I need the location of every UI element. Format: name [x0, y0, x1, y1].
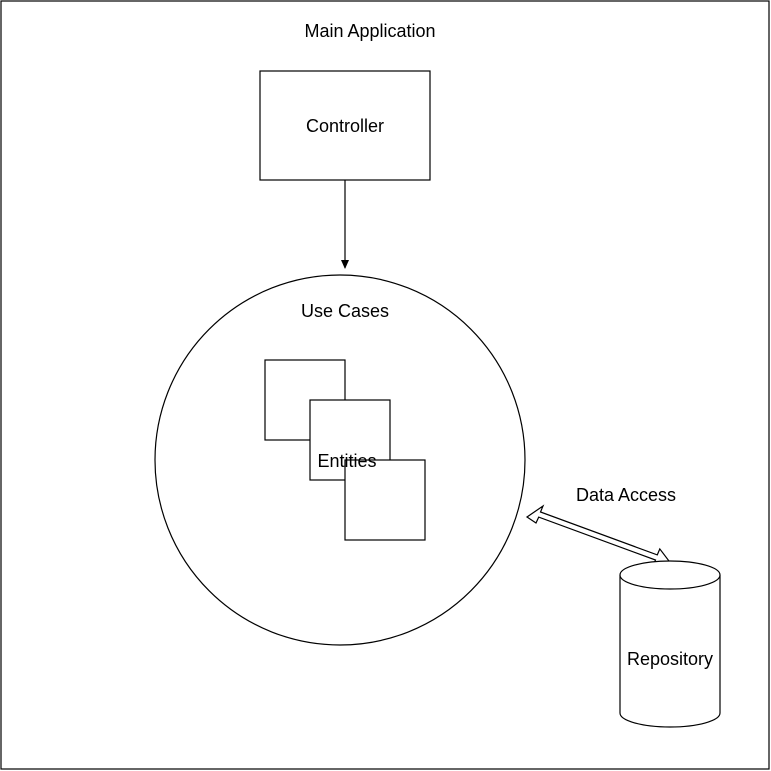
repository-cylinder-top — [619, 560, 721, 590]
controller-box — [259, 70, 431, 181]
repository-cylinder — [619, 575, 721, 728]
entities-label: Entities — [317, 451, 376, 471]
use-cases-label: Use Cases — [301, 301, 389, 321]
main-application-label: Main Application — [304, 21, 435, 41]
controller-label: Controller — [306, 116, 384, 136]
entity-box-3 — [344, 459, 426, 541]
data-access-label: Data Access — [576, 485, 676, 505]
repository-label: Repository — [627, 649, 713, 669]
